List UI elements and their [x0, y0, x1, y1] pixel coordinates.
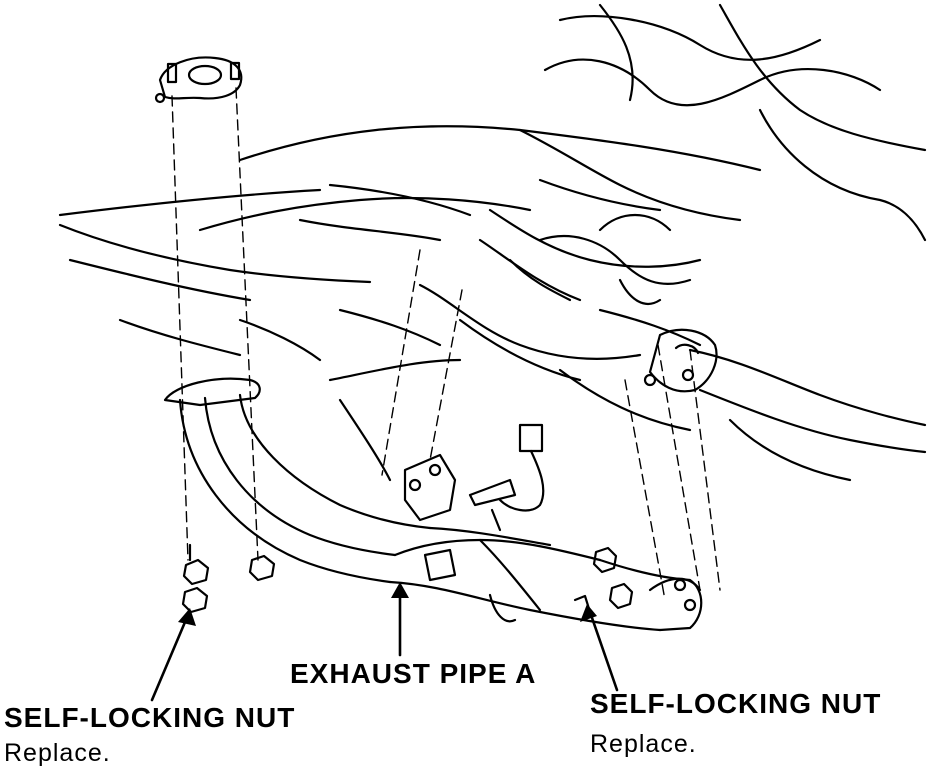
right-nut-note: Replace. — [590, 730, 697, 758]
leader-lines — [150, 588, 619, 702]
upper-flange — [154, 56, 243, 104]
rear-flange — [643, 328, 718, 393]
left-nut-title: SELF-LOCKING NUT — [4, 702, 296, 733]
arrow-heads — [178, 582, 597, 626]
chassis-outline — [58, 3, 927, 482]
nuts — [181, 543, 634, 614]
exhaust-pipe-a — [163, 377, 703, 632]
exhaust-pipe-label: EXHAUST PIPE A — [290, 658, 537, 689]
bracket-and-sensor — [403, 423, 545, 623]
right-nut-title: SELF-LOCKING NUT — [590, 688, 882, 719]
alignment-lines — [171, 87, 721, 601]
left-nut-note: Replace. — [4, 739, 111, 767]
